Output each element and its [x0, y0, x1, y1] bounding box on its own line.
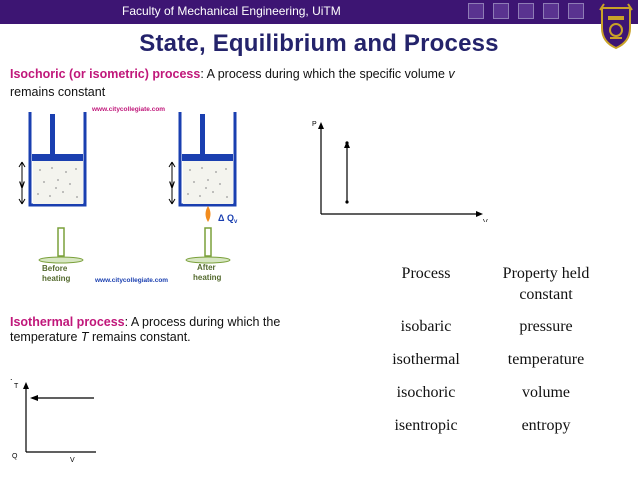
pv-y-label: P	[312, 121, 317, 128]
pv-plot: P V	[312, 121, 488, 222]
isothermal-definition: Isothermal process: A process during whi…	[10, 315, 300, 345]
table-cell-process: isentropic	[394, 417, 458, 434]
after-label-1: After	[197, 263, 216, 272]
isothermal-variable: T	[80, 330, 89, 344]
isochoric-variable: v	[448, 67, 455, 81]
banner-square-1	[468, 3, 484, 19]
banner-square-3	[518, 3, 534, 19]
tv-origin-label: Q	[12, 453, 18, 460]
isothermal-text-1: : A process during which the temperature	[10, 315, 281, 344]
table-row: isobaric pressure	[370, 315, 610, 348]
cylinder-before: V	[18, 112, 87, 264]
isothermal-text-2: remains constant.	[88, 330, 191, 344]
volume-label-before: V	[19, 180, 25, 190]
table-cell-property: temperature	[507, 351, 585, 368]
before-label-2: heating	[42, 274, 71, 283]
table-row: isentropic entropy	[370, 414, 610, 447]
isochoric-definition: Isochoric (or isometric) process: A proc…	[10, 65, 610, 101]
flame-icon	[205, 206, 211, 222]
uitm-crest-logo	[599, 3, 633, 50]
isochoric-text-2: remains constant	[10, 85, 106, 99]
slide-title: State, Equilibrium and Process	[139, 30, 499, 57]
heat-label: Δ Qv	[218, 213, 238, 225]
table-header-row: Process Property held constant	[370, 263, 610, 315]
table-header-process: Process	[401, 265, 451, 282]
isochoric-term: Isochoric (or isometric) process	[10, 67, 201, 81]
table-cell-process: isochoric	[396, 384, 456, 401]
banner-square-4	[543, 3, 559, 19]
stray-dot: .	[10, 372, 13, 382]
piston-diagram: V Before heating www.citycollegiate.com …	[18, 106, 238, 284]
tv-y-label: T	[14, 383, 19, 390]
table-row: isothermal temperature	[370, 348, 610, 381]
table-cell-process: isothermal	[392, 351, 460, 368]
table-cell-process: isobaric	[400, 318, 452, 335]
table-cell-property: pressure	[519, 318, 573, 335]
tv-x-label: V	[70, 457, 75, 464]
watermark-top: www.citycollegiate.com	[91, 106, 165, 113]
table-cell-property: entropy	[521, 417, 571, 434]
pv-x-label: V	[483, 219, 488, 222]
cylinder-after: V	[168, 112, 237, 264]
isothermal-term: Isothermal process	[10, 315, 125, 329]
isochoric-text-1: : A process during which the specific vo…	[200, 67, 449, 81]
banner-square-2	[493, 3, 509, 19]
banner-title: Faculty of Mechanical Engineering, UiTM	[122, 4, 341, 18]
table-row: isochoric volume	[370, 381, 610, 414]
before-label-1: Before	[42, 264, 68, 273]
watermark-bottom: www.citycollegiate.com	[94, 277, 168, 284]
after-label-2: heating	[193, 273, 222, 282]
table-cell-property: volume	[522, 384, 570, 401]
table-header-property: Property held constant	[502, 265, 590, 303]
tv-plot: . T V Q	[10, 372, 96, 464]
process-property-table: Process Property held constant isobaric …	[370, 263, 610, 447]
volume-label-after: V	[169, 180, 175, 190]
banner-square-5	[568, 3, 584, 19]
